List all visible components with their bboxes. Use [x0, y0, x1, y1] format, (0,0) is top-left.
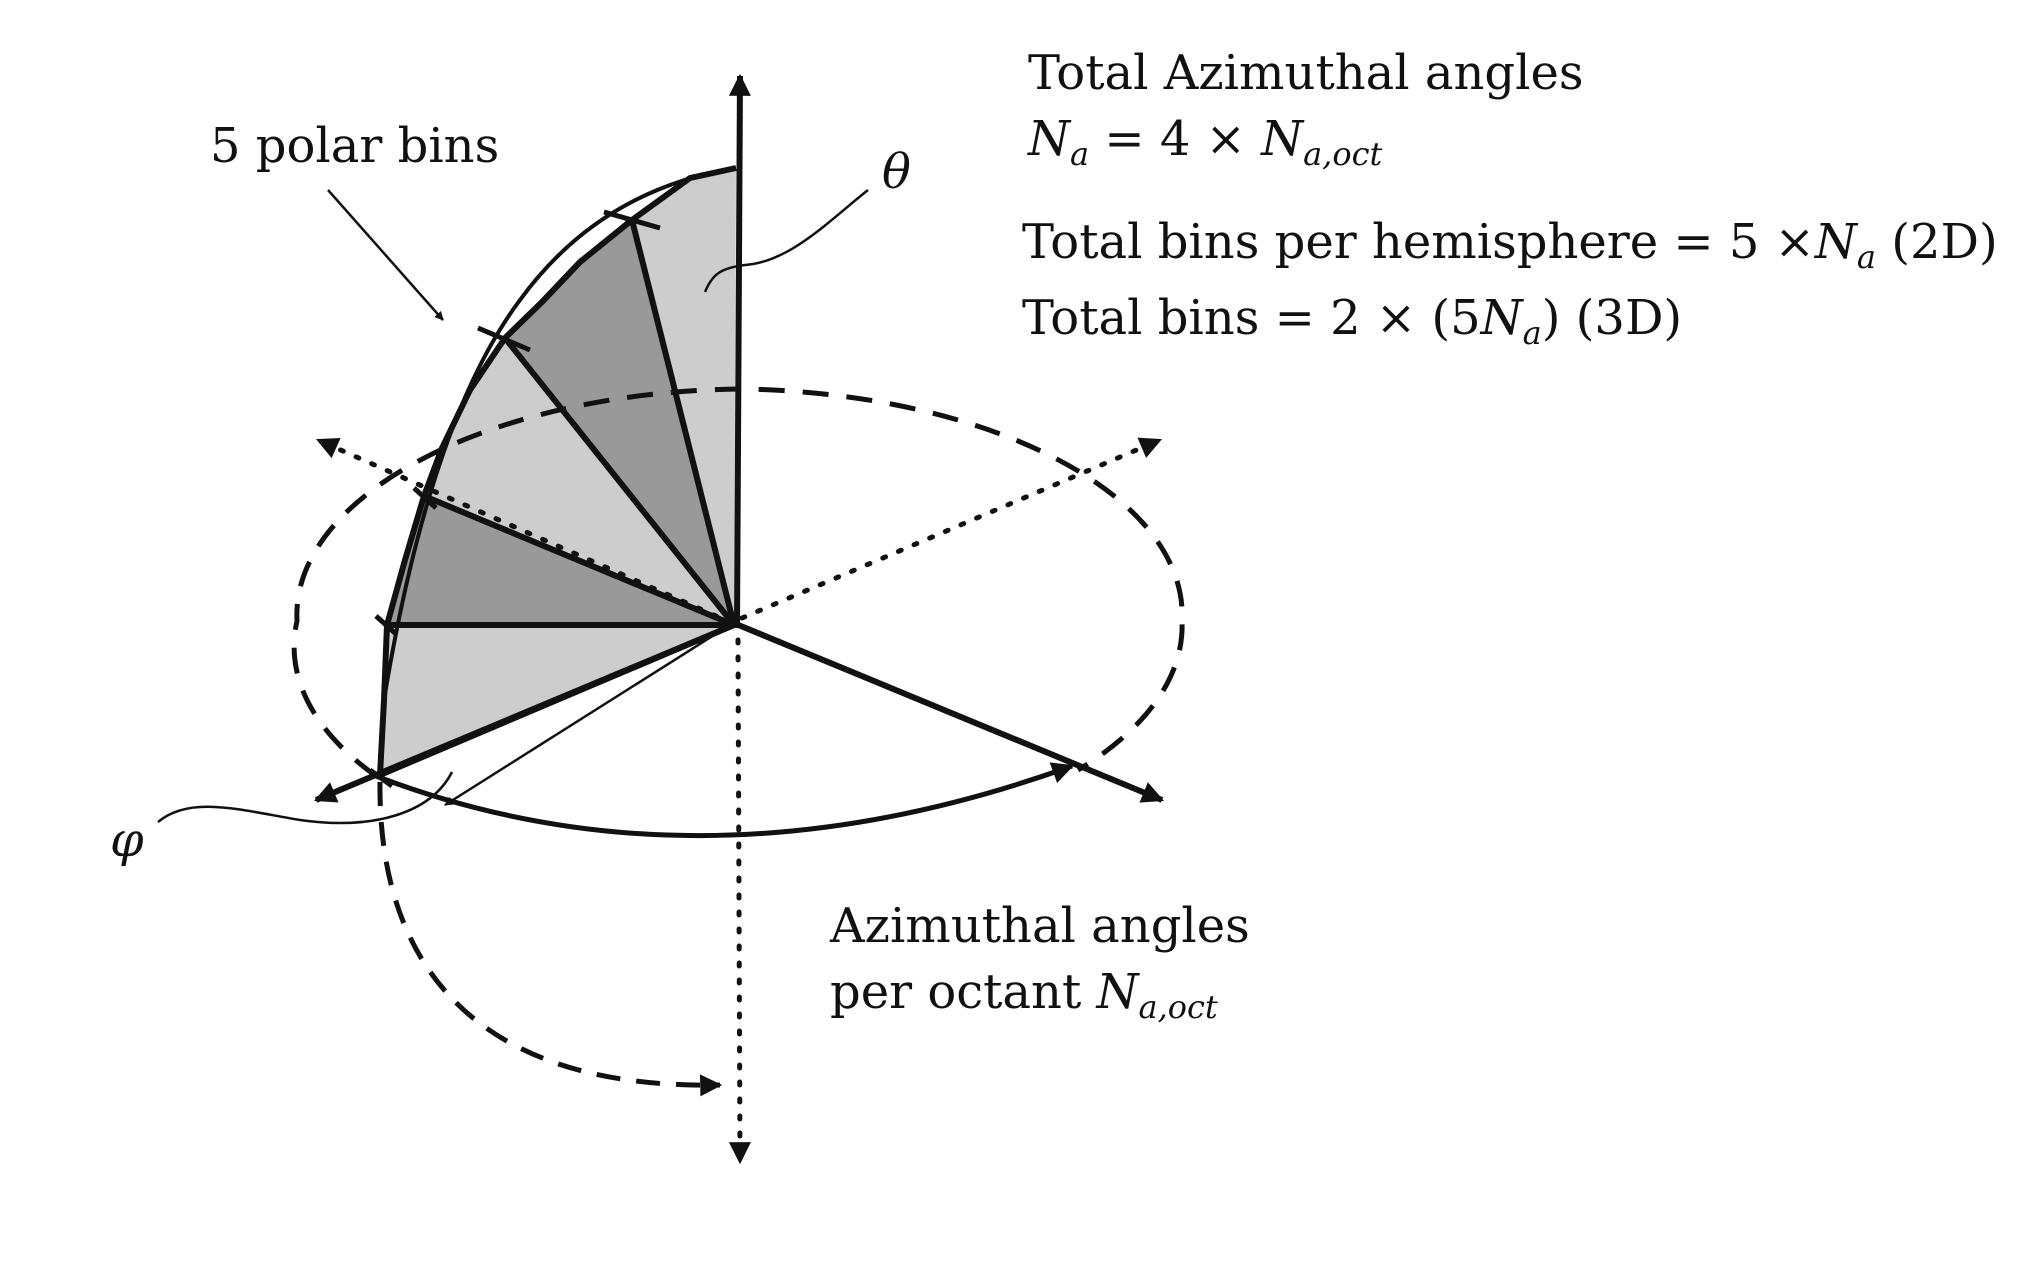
z-axis-up	[728, 73, 751, 629]
total-azimuthal-title: Total Azimuthal angles	[1028, 45, 1584, 101]
y-axis-front	[734, 621, 1165, 803]
azimuthal-per-octant-line1: Azimuthal angles	[829, 898, 1250, 954]
y-axis-dotted-back	[739, 437, 1163, 621]
polar-bin-ticks	[368, 209, 661, 789]
z-axis-down-dotted	[728, 637, 751, 1165]
azimuthal-per-octant-line2: per octant Na,oct	[830, 964, 1218, 1026]
polar-bins-leader	[327, 189, 444, 321]
bins-total: Total bins = 2 × (5Na) (3D)	[1022, 290, 1682, 352]
phi-leader	[157, 771, 454, 825]
azimuth-radius-line	[444, 628, 723, 807]
bins-per-hemisphere: Total bins per hemisphere = 5 ×Na (2D)	[1022, 214, 1998, 276]
theta-leader	[703, 189, 869, 293]
x-axis-dotted-back	[315, 437, 735, 626]
theta-label: θ	[882, 144, 911, 200]
polar-bin-4	[387, 496, 734, 625]
polar-sweep-arc	[377, 781, 723, 1097]
azimuthal-angle-arc	[375, 762, 1075, 839]
phi-label: φ	[110, 812, 144, 868]
polar-bin-3	[424, 338, 734, 625]
total-azimuthal-formula: Na = 4 × Na,oct	[1027, 111, 1383, 173]
polar-bins-label: 5 polar bins	[210, 118, 499, 174]
polar-bin-2	[505, 220, 734, 625]
